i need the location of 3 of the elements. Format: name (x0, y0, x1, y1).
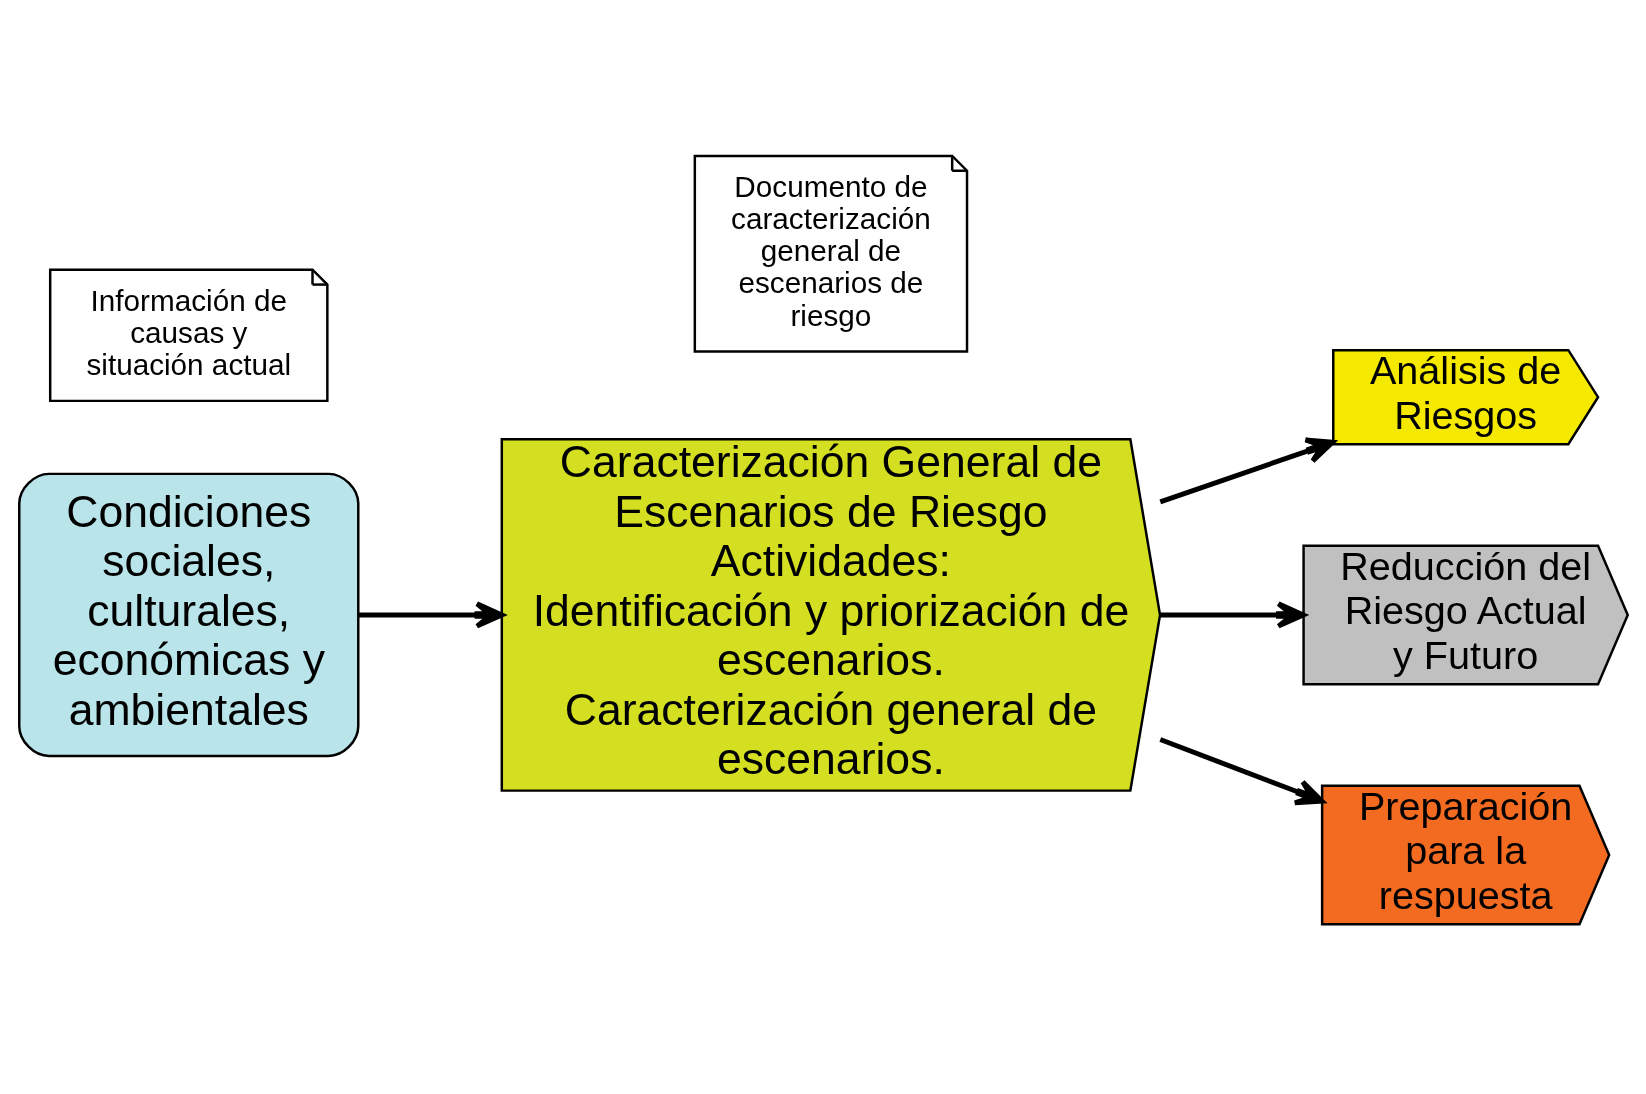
arrow (1159, 600, 1306, 629)
arrow (1159, 436, 1335, 504)
node-box: Condiciones sociales, culturales, económicas y ambientales (17, 472, 359, 757)
